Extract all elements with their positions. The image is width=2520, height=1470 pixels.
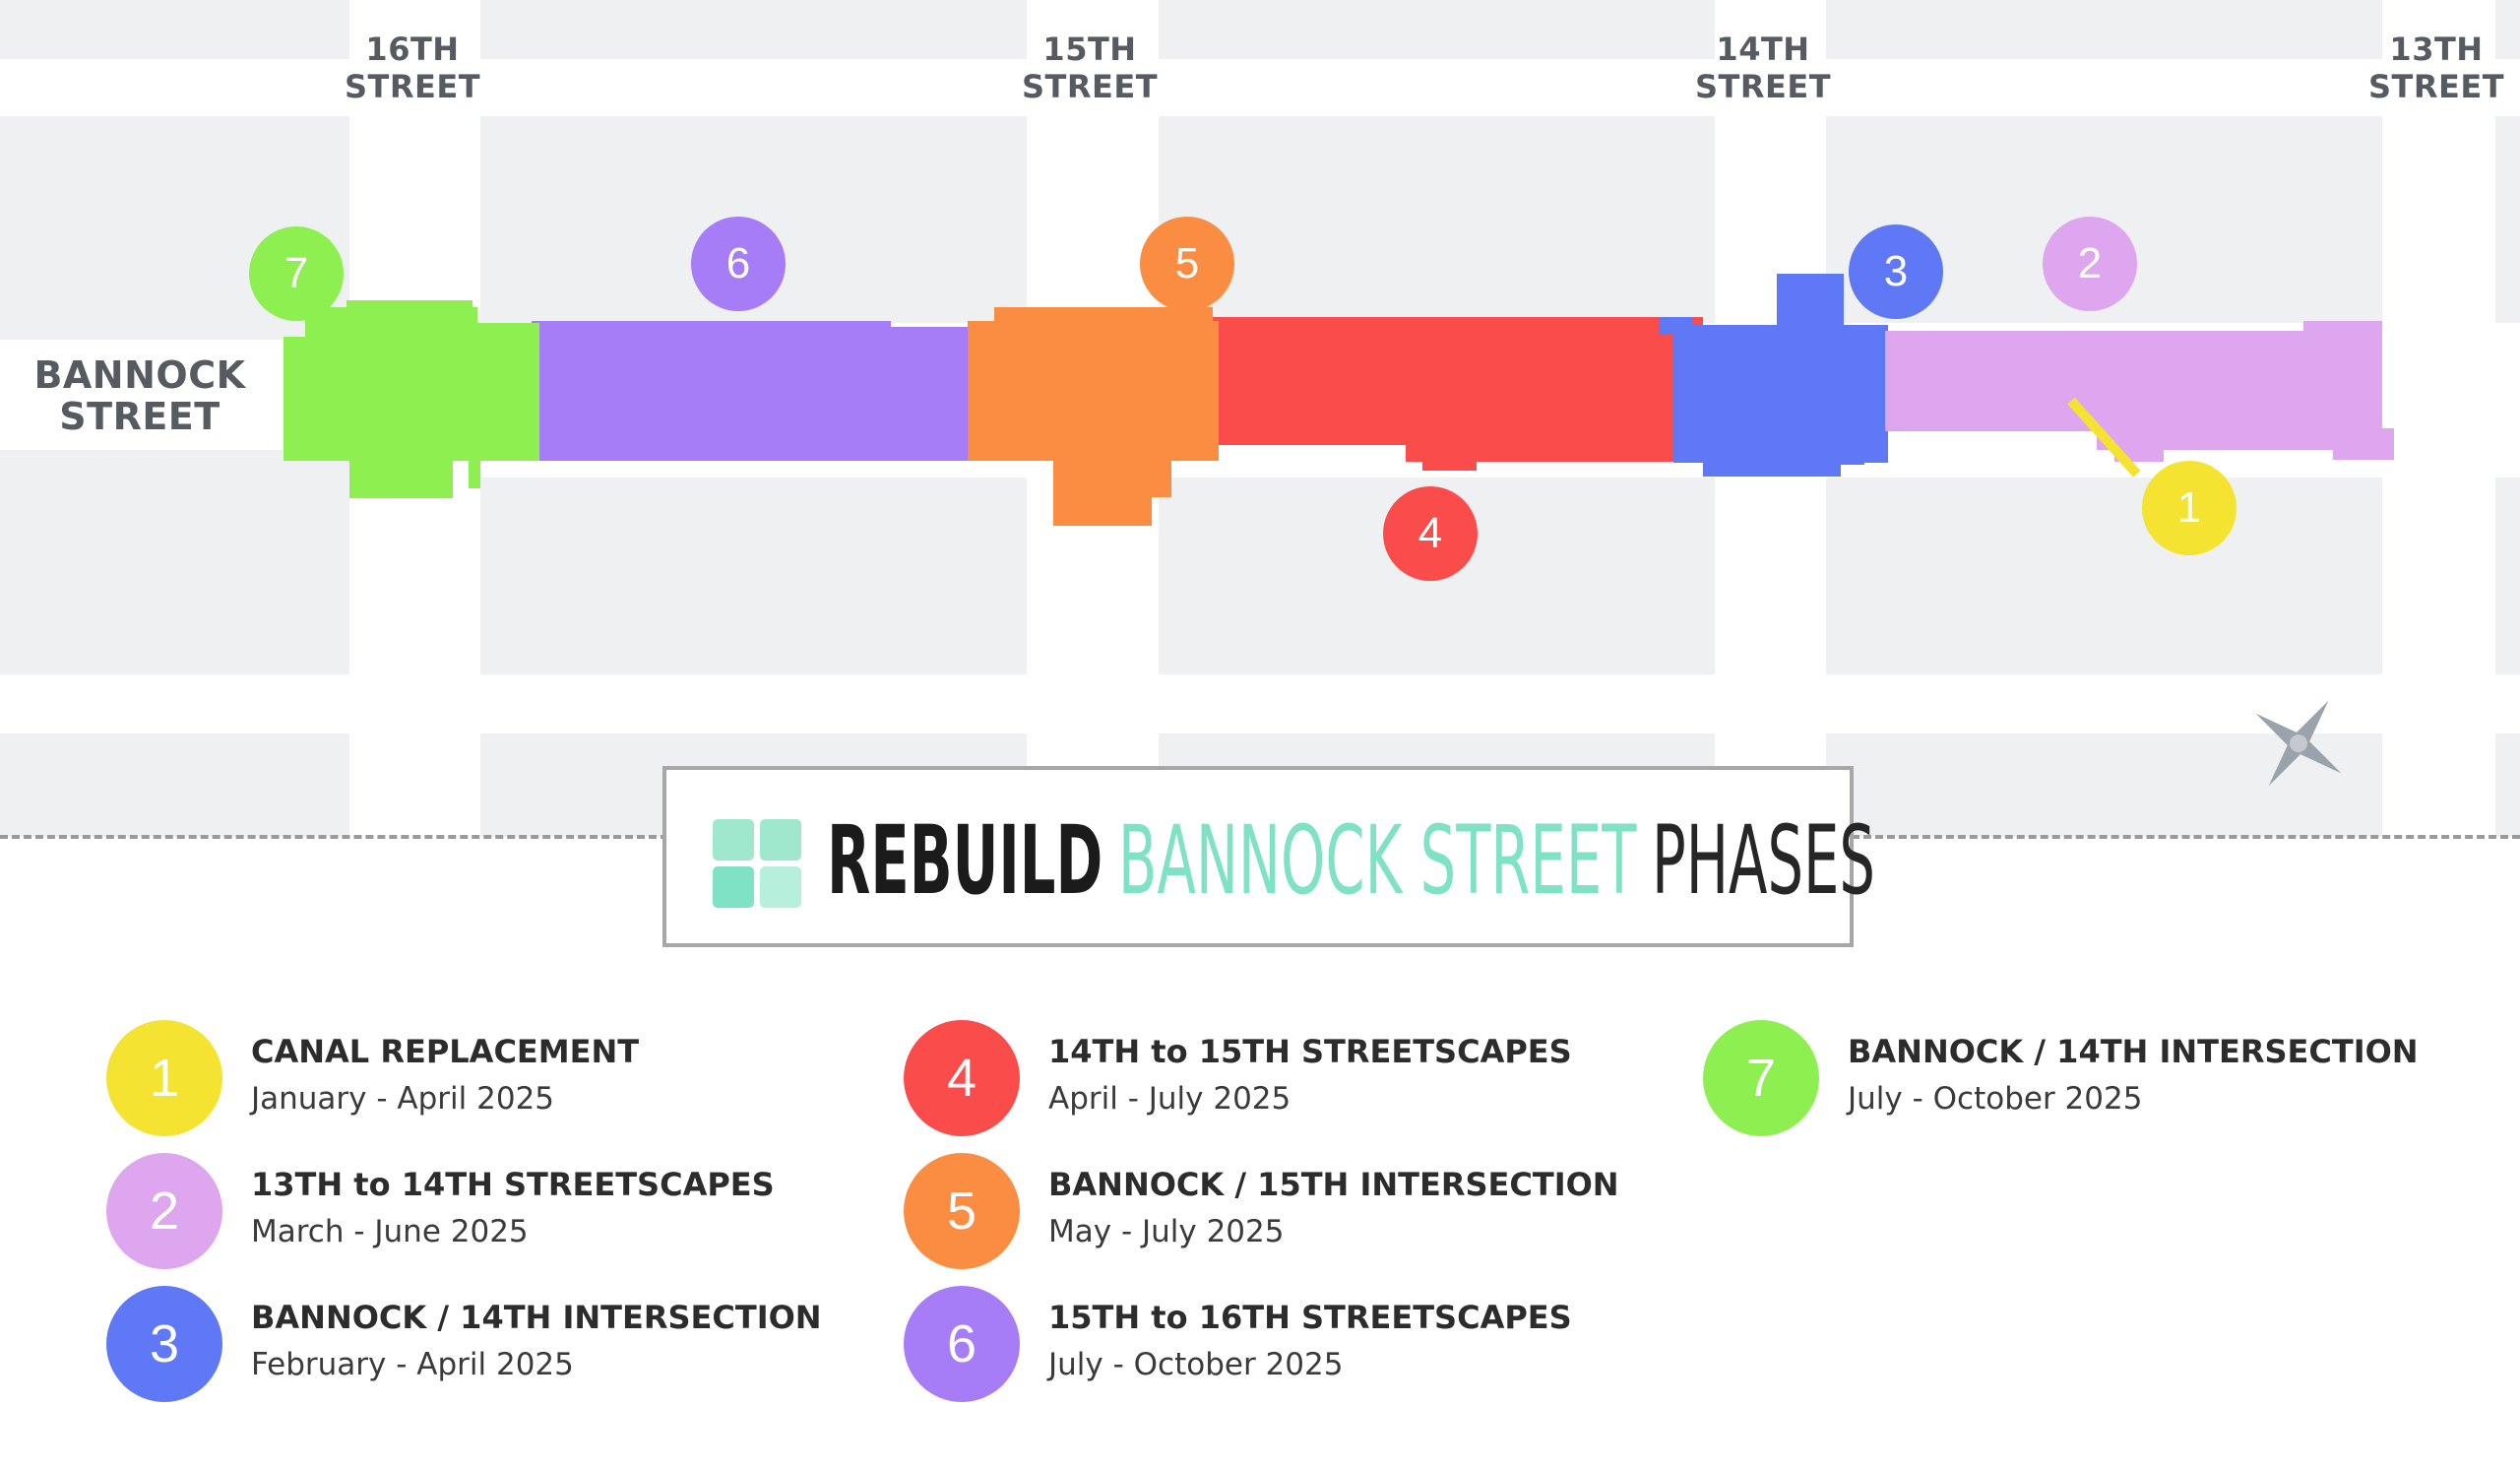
city-block (2495, 0, 2520, 59)
phase-3-area (1703, 459, 1841, 477)
phase-5-area (1053, 453, 1152, 526)
phase-7-area (284, 337, 539, 461)
map-badge-phase-2: 2 (2043, 217, 2137, 311)
title-rebuild: REBUILD (827, 805, 1103, 916)
compass-rose-icon (2255, 700, 2342, 787)
legend-phase-name: CANAL REPLACEMENT (251, 1033, 640, 1070)
legend-badge: 3 (106, 1286, 222, 1402)
city-block (2495, 734, 2520, 837)
phase-4-area (1406, 438, 1703, 462)
legend-phase-name: BANNOCK / 14TH INTERSECTION (251, 1299, 822, 1336)
legend-phase-dates: January - April 2025 (251, 1081, 555, 1117)
phase-5-area (994, 307, 1213, 327)
phase-6-area (886, 327, 975, 461)
street-label-13th: 13TH STREET (2367, 31, 2505, 105)
phase-7-area (305, 307, 477, 337)
street-label-14th: 14TH STREET (1694, 31, 1832, 105)
phase-7-area (349, 455, 453, 498)
grid-icon (713, 819, 801, 908)
city-block (1826, 478, 2382, 674)
project-map: 16TH STREET 15TH STREET 14TH STREET 13TH… (0, 0, 2520, 837)
city-block (1159, 0, 1715, 59)
phase-2-area (2303, 321, 2382, 431)
legend-phase-name: 15TH to 16TH STREETSCAPES (1048, 1299, 1572, 1336)
legend-phase-name: BANNOCK / 14TH INTERSECTION (1848, 1033, 2419, 1070)
phase-7-area (346, 300, 472, 312)
phase-5-area (1142, 453, 1171, 497)
legend-phase-dates: April - July 2025 (1048, 1081, 1292, 1117)
bannock-label-plate (0, 340, 285, 450)
phase-7-area (477, 323, 539, 343)
city-block (480, 478, 1027, 674)
city-block (2495, 116, 2520, 323)
legend-badge: 6 (904, 1286, 1020, 1402)
phase-2-area (2097, 428, 2382, 450)
legend-badge: 5 (904, 1153, 1020, 1269)
city-block (2495, 478, 2520, 674)
city-block (0, 734, 349, 837)
legend-phase-dates: February - April 2025 (251, 1347, 574, 1382)
phase-5-area (968, 321, 1219, 461)
street-label-16th: 16TH STREET (344, 31, 481, 105)
phase-4-area (1422, 461, 1477, 471)
city-block (1159, 116, 1715, 323)
phase-3-area (1875, 433, 1888, 463)
legend-badge: 7 (1703, 1020, 1819, 1136)
legend-phase-name: 13TH to 14TH STREETSCAPES (251, 1166, 775, 1203)
map-badge-phase-1: 1 (2142, 461, 2236, 555)
city-block (480, 0, 1027, 59)
phase-3-area (1777, 274, 1844, 329)
phase-2-area (2333, 428, 2394, 460)
legend-phase-dates: May - July 2025 (1048, 1214, 1285, 1249)
legend-phase-dates: March - June 2025 (251, 1214, 529, 1249)
map-badge-phase-6: 6 (691, 217, 786, 311)
phase-7-area (469, 455, 480, 488)
title-phases: PHASES (1651, 805, 1875, 916)
city-block (0, 448, 349, 674)
legend-badge: 4 (904, 1020, 1020, 1136)
legend-phase-name: 14TH to 15TH STREETSCAPES (1048, 1033, 1572, 1070)
legend-badge: 1 (106, 1020, 222, 1136)
map-badge-phase-5: 5 (1140, 217, 1234, 311)
legend-phase-dates: July - October 2025 (1048, 1347, 1344, 1382)
phase-4-area (1201, 317, 1683, 445)
legend-badge: 2 (106, 1153, 222, 1269)
phase-2-area (1885, 331, 2313, 431)
legend-phase-dates: July - October 2025 (1848, 1081, 2143, 1117)
city-block (1826, 0, 2382, 59)
phase-3-area (1837, 459, 1864, 465)
legend-phase-name: BANNOCK / 15TH INTERSECTION (1048, 1166, 1619, 1203)
map-badge-phase-3: 3 (1849, 224, 1943, 319)
map-badge-phase-7: 7 (249, 226, 344, 321)
title-bannock-street: BANNOCK STREET (1117, 805, 1637, 916)
city-block (0, 0, 349, 59)
phase-3-area (1659, 317, 1693, 335)
street-label-bannock: BANNOCK STREET (33, 353, 246, 438)
street-label-15th: 15TH STREET (1021, 31, 1159, 105)
map-badge-phase-4: 4 (1383, 486, 1478, 581)
phase-3-area (1673, 325, 1888, 463)
phase-6-area (532, 321, 891, 461)
